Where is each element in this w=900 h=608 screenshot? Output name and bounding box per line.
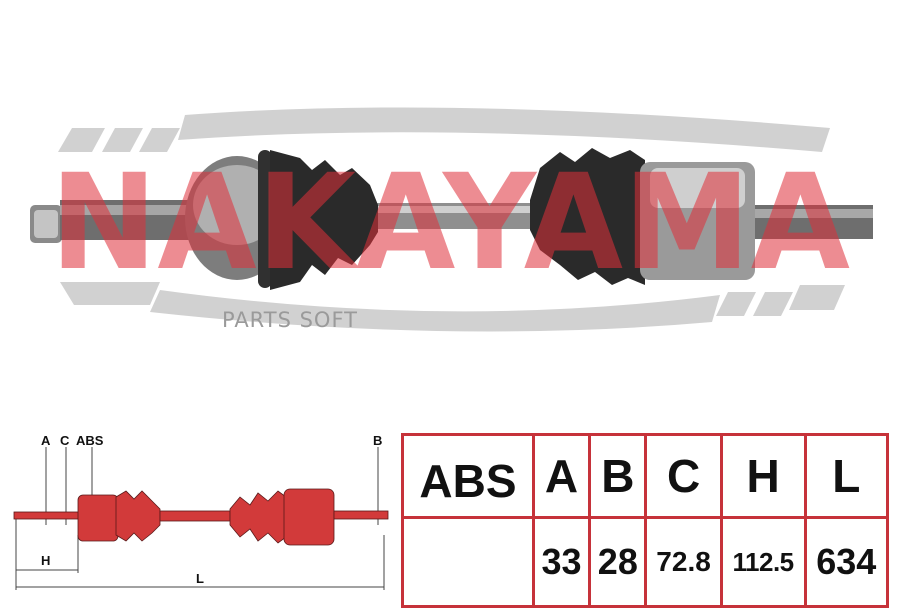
label-h: H [41,553,50,568]
header-l: L [803,433,889,519]
spec-value-row: 33 28 72.8 112.5 634 [401,516,889,608]
header-b: B [588,433,648,519]
header-h: H [719,433,807,519]
axle-schematic: A C ABS B H L [13,433,389,590]
value-abs [401,516,535,608]
spec-table: ABS A B C H L 33 28 72.8 112.5 634 [401,433,889,608]
label-c: C [60,433,70,448]
inner-cv-housing [640,162,755,280]
header-abs: ABS [401,433,535,519]
outer-boot [270,150,378,290]
label-abs: ABS [76,433,104,448]
label-l: L [196,571,204,586]
header-a: A [531,433,592,519]
value-l: 634 [803,516,889,608]
label-a: A [41,433,51,448]
value-h: 112.5 [719,516,807,608]
inner-boot [530,148,645,285]
svg-text:NAKAYAMA: NAKAYAMA [50,146,850,300]
label-b: B [373,433,382,448]
value-a: 33 [531,516,592,608]
watermark-stripes [58,107,845,332]
value-b: 28 [588,516,648,608]
watermark-caption: PARTS SOFT [222,308,358,332]
axle-photo: NAKAYAMA [30,107,873,332]
schematic-part [13,488,389,546]
value-c: 72.8 [644,516,723,608]
header-c: C [644,433,723,519]
left-nut [30,205,62,243]
outer-cv-joint [185,150,289,288]
spec-header-row: ABS A B C H L [401,433,889,519]
brand-watermark: NAKAYAMA [50,146,850,300]
